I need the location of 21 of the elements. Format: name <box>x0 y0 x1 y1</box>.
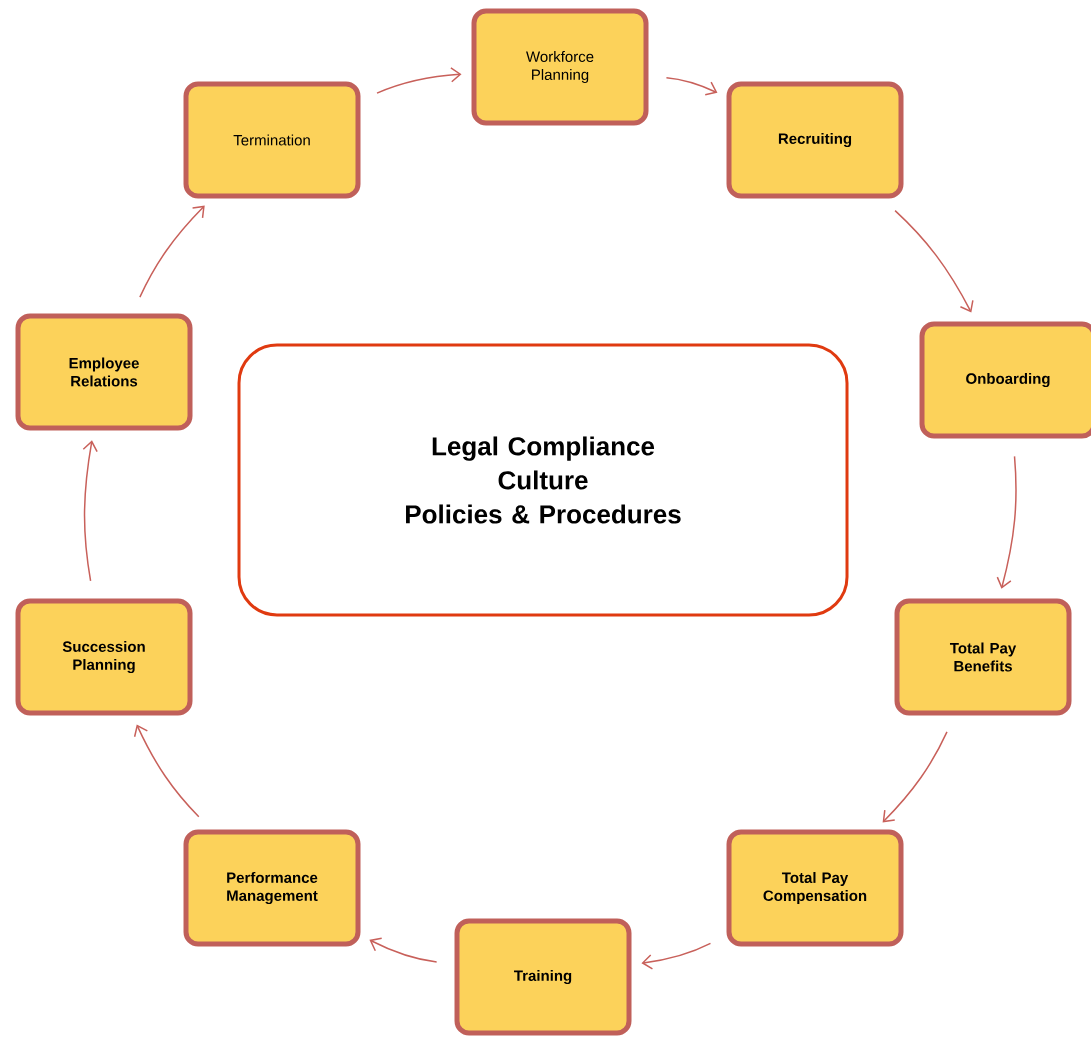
arrow <box>369 937 438 963</box>
arrow <box>665 77 718 96</box>
process-box: Employee Relations <box>15 313 193 431</box>
arrow <box>894 209 974 313</box>
center-box: Legal Compliance Culture Policies & Procedures <box>237 343 849 617</box>
process-box: Termination <box>183 81 361 199</box>
process-box: Total Pay Compensation <box>726 829 904 947</box>
arrow <box>996 455 1017 589</box>
process-box: Succession Planning <box>15 598 193 716</box>
arrow <box>376 67 462 94</box>
process-box: Performance Management <box>183 829 361 947</box>
arrow <box>641 942 712 970</box>
process-box: Onboarding <box>919 321 1091 439</box>
arrow <box>82 440 98 582</box>
arrow <box>139 205 205 298</box>
process-box: Total Pay Benefits <box>894 598 1072 716</box>
process-box: Recruiting <box>726 81 904 199</box>
arrow <box>133 724 200 818</box>
process-box: Training <box>454 918 632 1036</box>
arrow <box>882 731 948 823</box>
process-box: Workforce Planning <box>471 8 649 126</box>
